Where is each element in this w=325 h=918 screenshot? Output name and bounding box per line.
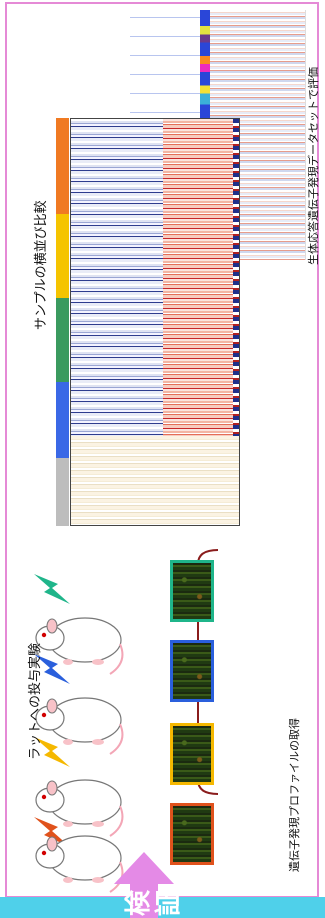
bottom-band [0, 897, 325, 918]
compare-label: サンプルの横並び比較 [34, 200, 49, 330]
lightning-bolt-icon [34, 817, 70, 847]
scatter-plot [130, 10, 202, 130]
group-bar-gray [56, 458, 69, 526]
rat-experiment-label: ラットへの投与実験 [28, 642, 43, 760]
lightning-bolt-icon [34, 654, 70, 684]
chip-orange [170, 803, 214, 865]
comparison-heatmap [70, 118, 240, 526]
chip-blue [170, 640, 214, 702]
rat-illustration [35, 617, 124, 675]
lightning-bolt-icon [34, 574, 70, 604]
group-bar-orange [56, 118, 69, 214]
lightning-bolt-icon [34, 737, 70, 767]
dataset-heatmap-colorbar [200, 10, 210, 145]
chip-green [170, 560, 214, 622]
verify-label: 検証 [124, 890, 184, 917]
rat-illustration [35, 835, 124, 893]
rat-illustration [35, 697, 124, 755]
rat-illustration [35, 779, 124, 837]
group-bar-yellow [56, 214, 69, 298]
profile-label: 遺伝子発現プロファイルの取得 [288, 718, 301, 872]
group-bar-blue [56, 382, 69, 458]
up-arrow-icon [114, 852, 174, 918]
evaluate-label: 生体応答遺伝子発現データセットで評価 [307, 67, 320, 265]
chip-yellow [170, 723, 214, 785]
group-bar-green [56, 298, 69, 382]
